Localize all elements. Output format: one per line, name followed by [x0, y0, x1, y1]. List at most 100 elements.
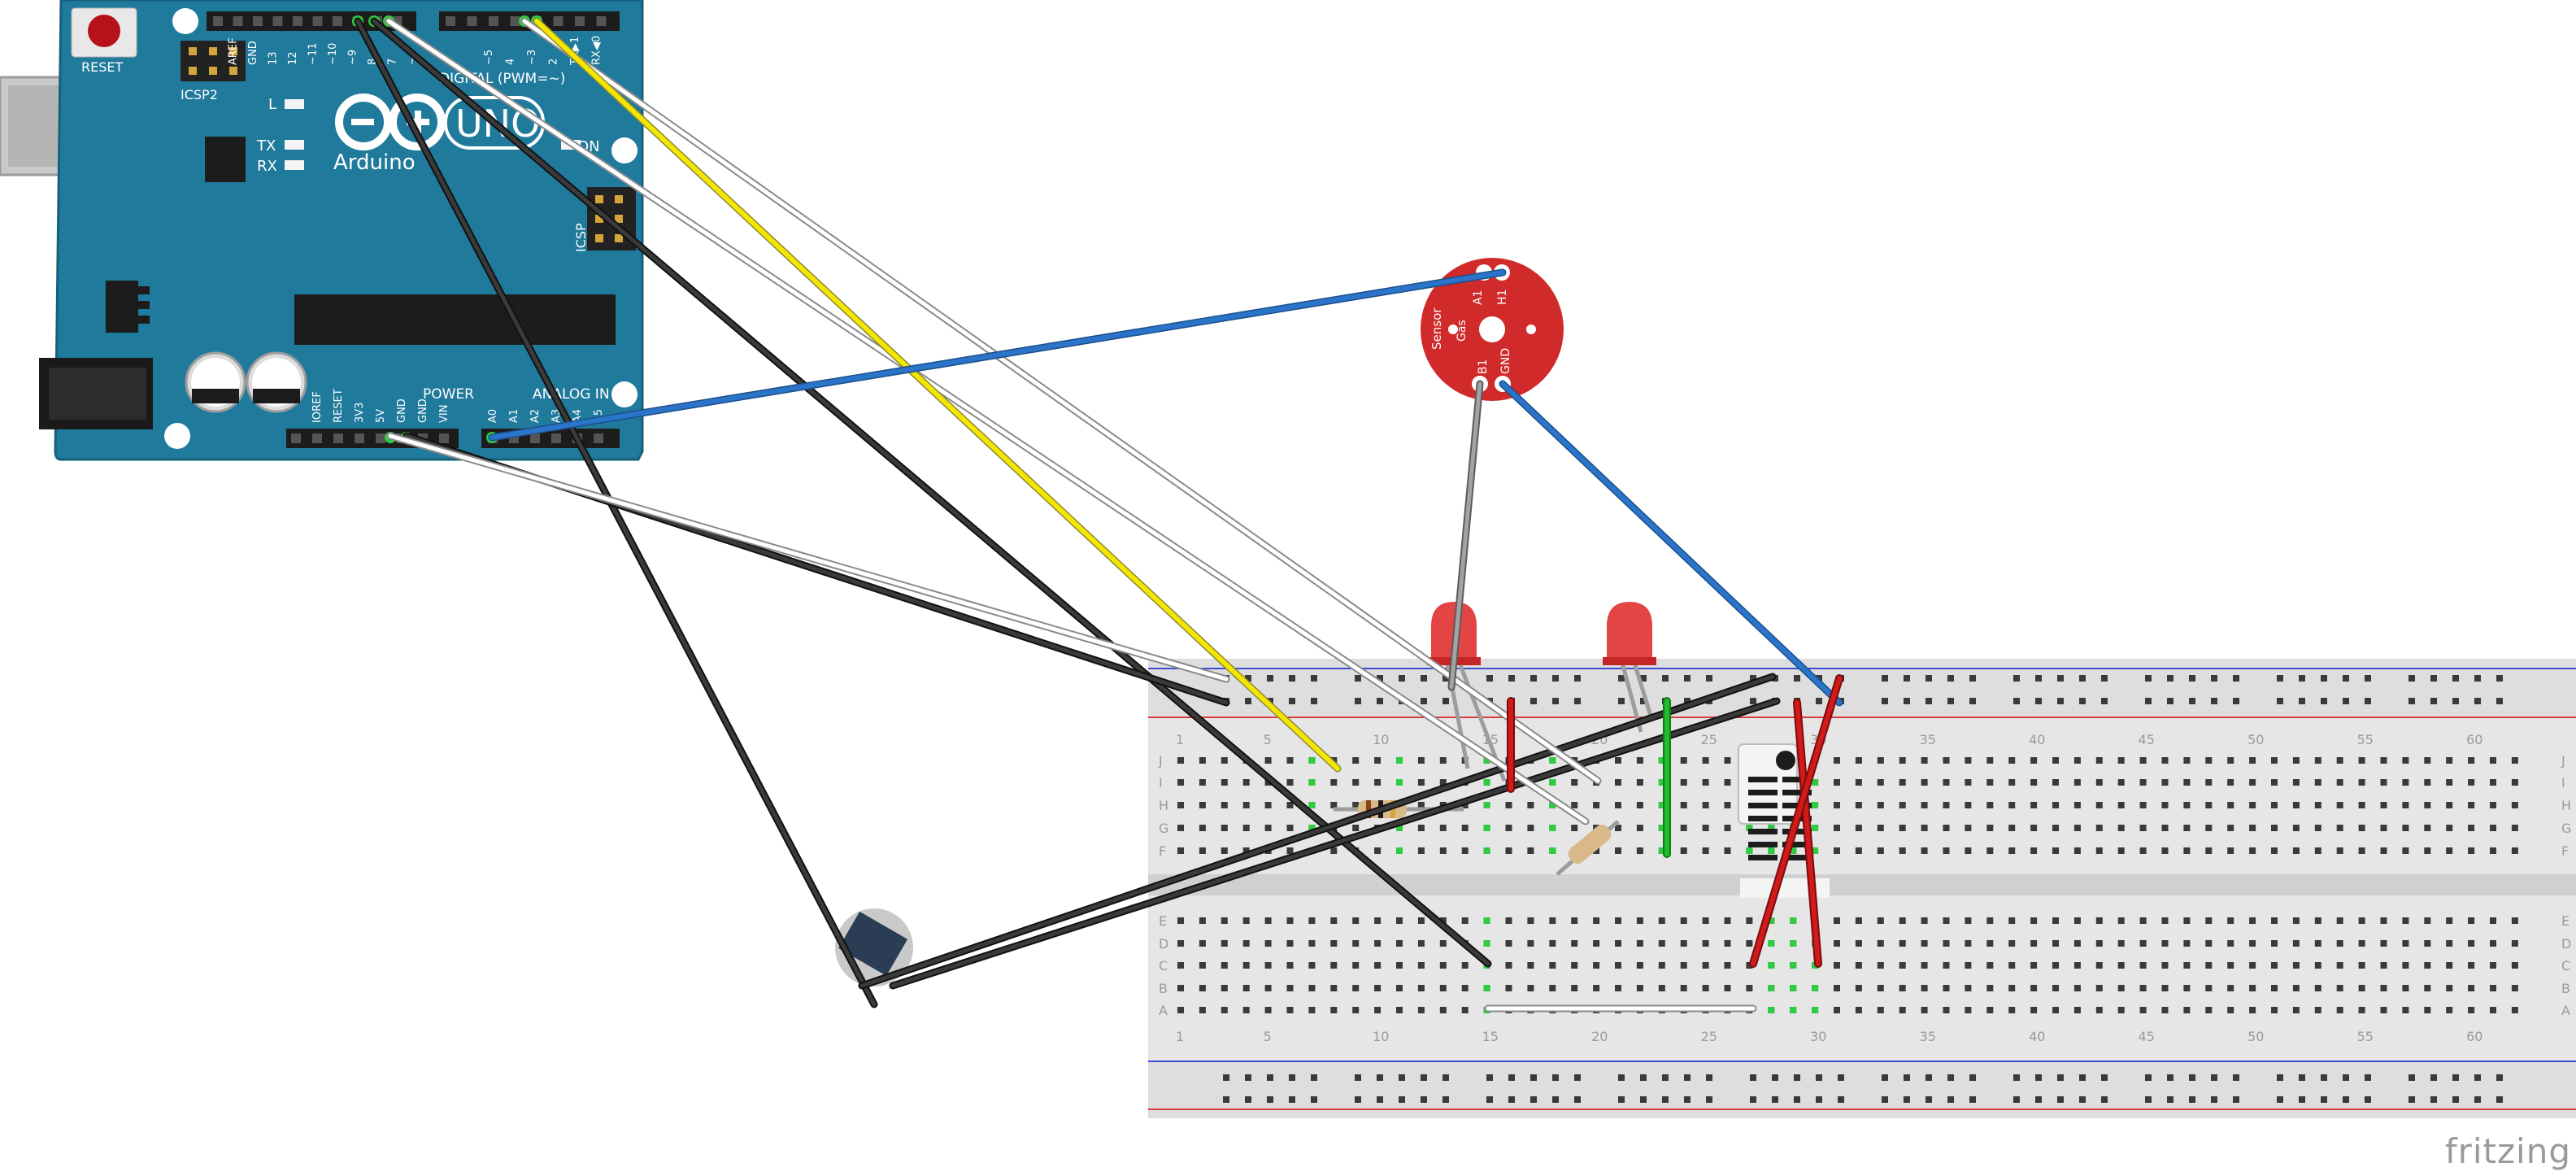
breadboard-hole — [2073, 917, 2081, 924]
rail-hole — [2408, 675, 2415, 682]
breadboard-hole — [2380, 985, 2387, 991]
breadboard-hole — [1899, 1007, 1906, 1013]
header-pin-label: ~3 — [526, 50, 538, 65]
breadboard-hole — [2314, 962, 2321, 969]
connected-hole — [1768, 985, 1775, 991]
breadboard-hole — [1965, 1007, 1972, 1013]
breadboard-hole — [1330, 779, 1338, 786]
rail-hole — [1750, 1074, 1756, 1081]
rail-hole — [2013, 1096, 2020, 1103]
breadboard-hole — [1724, 940, 1731, 947]
rail-hole — [2496, 1096, 2503, 1103]
breadboard-hole — [1680, 757, 1687, 764]
header-pin — [333, 433, 343, 443]
rail-hole — [1574, 1074, 1581, 1081]
breadboard-hole — [1242, 917, 1250, 924]
header-pin — [446, 16, 455, 26]
breadboard-hole — [2139, 802, 2147, 808]
breadboard-hole — [2468, 825, 2475, 831]
rail-hole — [2145, 675, 2152, 682]
fritzing-brand: fritzing — [2444, 1131, 2571, 1171]
rail-hole — [2452, 675, 2459, 682]
row-letter: C — [2561, 958, 2570, 973]
column-number: 60 — [2466, 732, 2482, 747]
regulator-pin — [138, 286, 150, 294]
breadboard-hole — [1352, 962, 1360, 969]
breadboard-column-numbers: 1155101015152020252530303535404045455050… — [1176, 732, 2482, 1044]
reset-button-cap[interactable] — [88, 15, 120, 47]
breadboard-hole — [1702, 802, 1709, 808]
grille-slot — [1748, 803, 1778, 808]
breadboard-hole — [1286, 802, 1294, 808]
breadboard-hole — [1199, 940, 1206, 947]
breadboard-hole — [2183, 847, 2191, 854]
breadboard-hole — [1221, 802, 1228, 808]
breadboard-hole — [2314, 940, 2321, 947]
breadboard-hole — [1242, 847, 1250, 854]
header-pin-label: ~5 — [483, 50, 495, 65]
breadboard-hole — [1724, 802, 1731, 808]
breadboard-hole — [1834, 917, 1840, 924]
rail-hole — [1223, 1096, 1229, 1103]
rail-hole — [2013, 1074, 2020, 1081]
grille-slot — [1748, 855, 1778, 860]
rail-hole — [1355, 675, 1361, 682]
breadboard-hole — [1615, 757, 1621, 764]
breadboard-hole — [1571, 779, 1578, 786]
wire-white — [522, 19, 1600, 783]
mounting-hole — [172, 8, 198, 34]
breadboard-hole — [1264, 962, 1272, 969]
breadboard-hole — [2073, 847, 2081, 854]
rail-hole — [1816, 1074, 1822, 1081]
breadboard-hole — [1877, 985, 1884, 991]
rail-hole — [1289, 1074, 1295, 1081]
rail-hole — [2430, 1096, 2437, 1103]
breadboard-hole — [2424, 962, 2431, 969]
b1-label: B1 — [1477, 359, 1490, 374]
breadboard-hole — [2292, 757, 2300, 764]
breadboard-hole — [1177, 985, 1184, 991]
rail-hole — [1816, 698, 1822, 704]
breadboard-hole — [1965, 825, 1972, 831]
rail-hole — [1706, 675, 1712, 682]
rail-hole — [1794, 675, 1800, 682]
rail-hole — [2233, 675, 2239, 682]
rail-hole — [2299, 698, 2305, 704]
breadboard-hole — [1177, 1007, 1184, 1013]
breadboard-hole — [2402, 825, 2409, 831]
rail-hole — [2145, 1074, 2152, 1081]
breadboard-hole — [1286, 847, 1294, 854]
header-pin-label: A2 — [529, 409, 542, 423]
breadboard-hole — [2052, 779, 2059, 786]
breadboard-hole — [1242, 802, 1250, 808]
rail-hole — [1816, 675, 1822, 682]
header-pin-label: GND — [396, 399, 408, 423]
breadboard-hole — [1636, 802, 1643, 808]
breadboard-hole — [2073, 1007, 2081, 1013]
breadboard-hole — [2008, 825, 2016, 831]
breadboard-hole — [1877, 940, 1884, 947]
breadboard-hole — [2161, 825, 2169, 831]
breadboard-hole — [2052, 757, 2059, 764]
breadboard-hole — [2380, 917, 2387, 924]
breadboard-hole — [1986, 779, 1994, 786]
breadboard-hole — [1308, 940, 1316, 947]
breadboard-hole — [1855, 779, 1862, 786]
breadboard-hole — [2183, 1007, 2191, 1013]
connected-hole — [1483, 825, 1490, 831]
breadboard-hole — [2468, 847, 2475, 854]
breadboard-hole — [2402, 779, 2409, 786]
breadboard-hole — [2380, 847, 2387, 854]
breadboard-hole — [1834, 757, 1840, 764]
rail-hole — [2145, 698, 2152, 704]
breadboard-hole — [1571, 802, 1578, 808]
breadboard-hole — [1417, 757, 1425, 764]
rail-hole — [2408, 1096, 2415, 1103]
breadboard-hole — [2008, 757, 2016, 764]
breadboard-hole — [1417, 917, 1425, 924]
rail-hole — [2211, 675, 2217, 682]
breadboard-hole — [2314, 985, 2321, 991]
rail-hole — [1662, 675, 1669, 682]
